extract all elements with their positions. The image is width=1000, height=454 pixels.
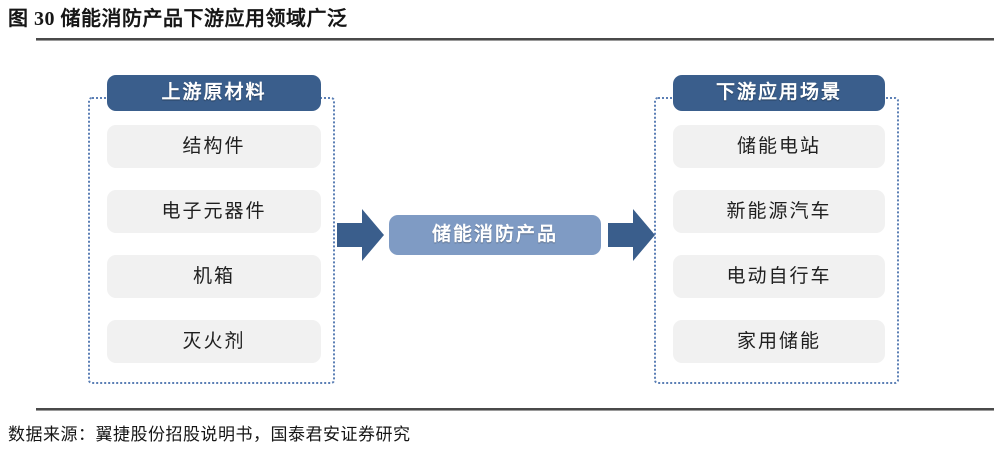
upstream-item-structural-parts[interactable]: 结构件	[107, 125, 321, 168]
value-chain-diagram: 上游原材料 结构件 电子元器件 机箱 灭火剂 储能消防产品 下游应用场景 储能电…	[0, 44, 1000, 404]
source-note: 数据来源：翼捷股份招股说明书，国泰君安证券研究	[8, 425, 411, 444]
upstream-header: 上游原材料	[107, 75, 321, 111]
arrow-right-icon-upstream-to-center	[337, 207, 384, 263]
figure-title: 图 30 储能消防产品下游应用领域广泛	[8, 8, 348, 30]
footer-divider	[36, 408, 994, 411]
downstream-item-energy-storage-station[interactable]: 储能电站	[673, 125, 885, 168]
downstream-header: 下游应用场景	[673, 75, 885, 111]
downstream-item-electric-bicycle[interactable]: 电动自行车	[673, 255, 885, 298]
upstream-item-chassis[interactable]: 机箱	[107, 255, 321, 298]
downstream-item-home-energy-storage[interactable]: 家用储能	[673, 320, 885, 363]
upstream-item-list: 结构件 电子元器件 机箱 灭火剂	[107, 125, 321, 363]
arrow-right-icon-center-to-downstream	[608, 207, 655, 263]
title-divider	[36, 38, 994, 41]
upstream-item-electronic-components[interactable]: 电子元器件	[107, 190, 321, 233]
upstream-item-extinguishing-agent[interactable]: 灭火剂	[107, 320, 321, 363]
center-product-box[interactable]: 储能消防产品	[389, 215, 601, 255]
downstream-item-list: 储能电站 新能源汽车 电动自行车 家用储能	[673, 125, 885, 363]
downstream-item-new-energy-vehicle[interactable]: 新能源汽车	[673, 190, 885, 233]
